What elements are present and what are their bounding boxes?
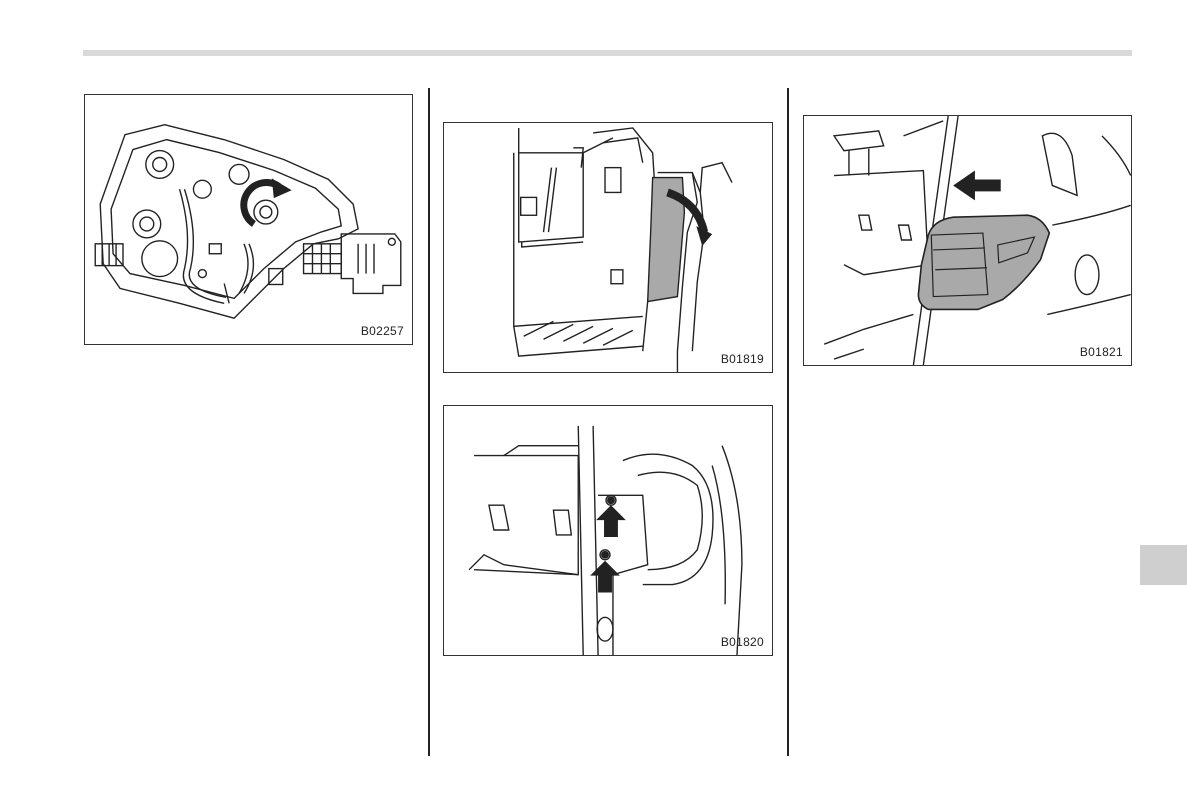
column-divider-2 <box>787 88 789 756</box>
cargo-trim-illustration <box>444 123 772 372</box>
figure-code: B01819 <box>721 352 764 366</box>
figure-b01820: B01820 <box>443 405 773 656</box>
figure-code: B01821 <box>1080 345 1123 359</box>
light-removal-illustration <box>804 116 1131 365</box>
figure-code: B01820 <box>721 635 764 649</box>
column-divider-1 <box>428 88 430 756</box>
figure-code: B02257 <box>361 324 404 338</box>
chapter-tab <box>1140 545 1187 585</box>
figure-b01821: B01821 <box>803 115 1132 366</box>
figure-b01819: B01819 <box>443 122 773 373</box>
figure-b02257: B02257 <box>84 94 413 345</box>
top-rule <box>83 50 1132 56</box>
mounting-bolts-illustration <box>444 406 772 655</box>
tail-light-unit-illustration <box>85 95 412 344</box>
